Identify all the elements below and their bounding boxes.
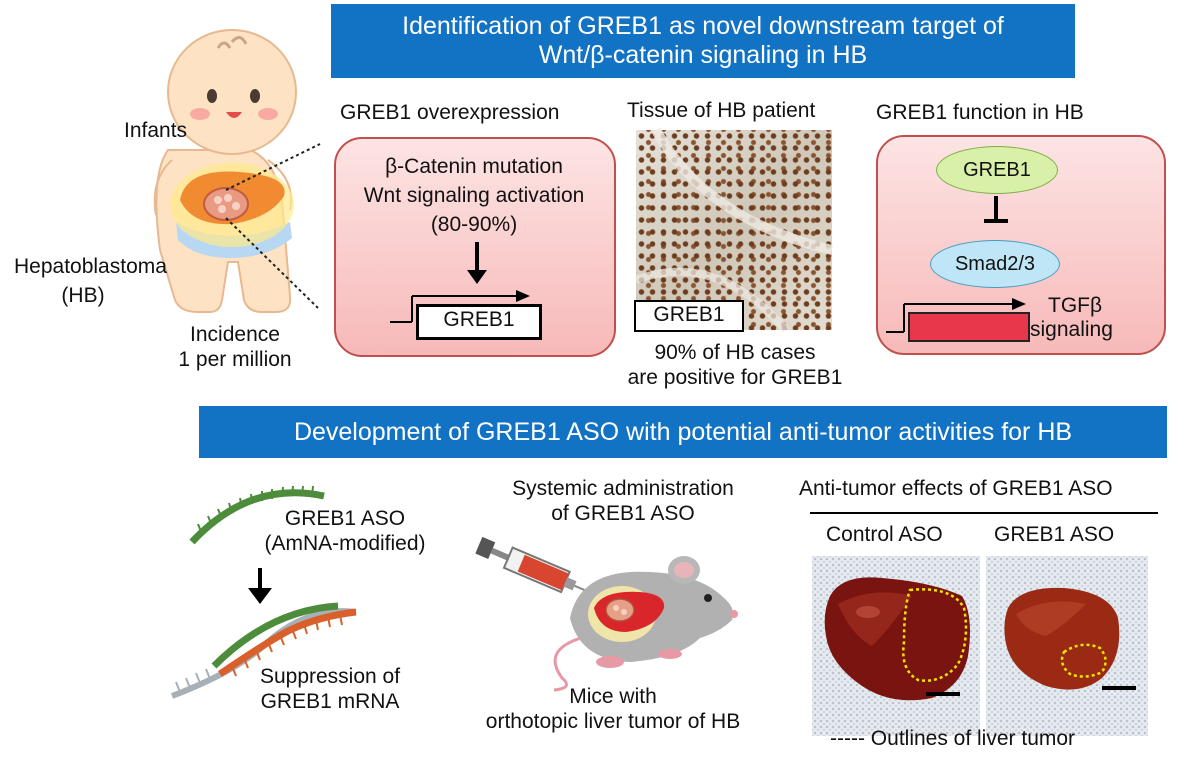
percentage: (80-90%) [430,213,518,236]
mouse-title: Systemic administration of GREB1 ASO [478,476,768,526]
top-banner: Identification of GREB1 as novel downstr… [331,4,1075,78]
hepatoblastoma-label: Hepatoblastoma (HB) [14,254,167,308]
mouse-caption: Mice with orthotopic liver tumor of HB [448,684,778,734]
mouse-illustration [475,536,738,692]
inhibition-symbol [984,196,1008,223]
tgf-line2: signaling [1030,318,1113,341]
aso-line1: GREB1 ASO [284,507,406,530]
wnt-activation: Wnt signaling activation [363,184,585,207]
control-liver [824,577,970,701]
greb1-aso-label: GREB1 ASO [994,523,1115,546]
control-aso-label: Control ASO [826,523,943,546]
tissue-image [636,130,832,330]
infants-label: Infants [124,119,188,142]
suppression-line1: Suppression of [259,665,401,688]
overexpression-text: β-Catenin mutation Wnt signaling activat… [334,154,614,237]
tissue-greb1-label: GREB1 [634,300,744,332]
top-banner-line1: Identification of GREB1 as novel downstr… [402,12,1004,40]
mouse-caption-line2: orthotopic liver tumor of HB [485,710,741,733]
tgf-gene-bar [908,312,1030,342]
tgf-promoter-arrow [886,298,1026,333]
greb1-gene-box: GREB1 [416,304,542,340]
smad-ellipse: Smad2/3 [930,240,1060,288]
effects-divider [810,512,1158,514]
tgf-label: TGFβ signaling [1030,294,1113,342]
overexpression-arrow-diagram [390,242,530,323]
aso-line2: (AmNA-modified) [264,532,426,555]
aso-strands [170,485,357,699]
greb1-ellipse: GREB1 [936,146,1058,194]
effects-title: Anti-tumor effects of GREB1 ASO [799,477,1113,500]
function-title: GREB1 function in HB [876,101,1084,124]
mouse-title-line1: Systemic administration [512,477,734,500]
tissue-caption-line2: are positive for GREB1 [627,366,843,389]
mouse-caption-line1: Mice with [569,685,657,708]
top-banner-line2: Wnt/β-catenin signaling in HB [538,41,868,69]
tissue-caption-line1: 90% of HB cases [654,341,816,364]
incidence-label: Incidence 1 per million [160,322,310,372]
incidence-line2: 1 per million [178,348,292,371]
tissue-title: Tissue of HB patient [627,99,816,122]
tgf-line1: TGFβ [1048,294,1103,317]
outline-legend: ----- Outlines of liver tumor [830,727,1076,750]
beta-catenin-mutation: β-Catenin mutation [385,155,563,178]
tissue-caption: 90% of HB cases are positive for GREB1 [600,340,870,390]
suppression-label: Suppression of GREB1 mRNA [240,664,420,714]
infant-illustration [153,29,321,313]
mouse-title-line2: of GREB1 ASO [551,502,695,525]
tissue-stroma-lines [634,127,834,333]
bottom-banner: Development of GREB1 ASO with potential … [199,406,1167,458]
incidence-line1: Incidence [190,323,280,346]
overexpression-title: GREB1 overexpression [340,101,560,124]
hepatoblastoma-text: Hepatoblastoma [14,255,167,278]
hb-abbrev: (HB) [61,284,105,307]
greb1-liver [1004,587,1136,690]
suppression-line2: GREB1 mRNA [260,690,400,713]
aso-label: GREB1 ASO (AmNA-modified) [250,506,440,556]
